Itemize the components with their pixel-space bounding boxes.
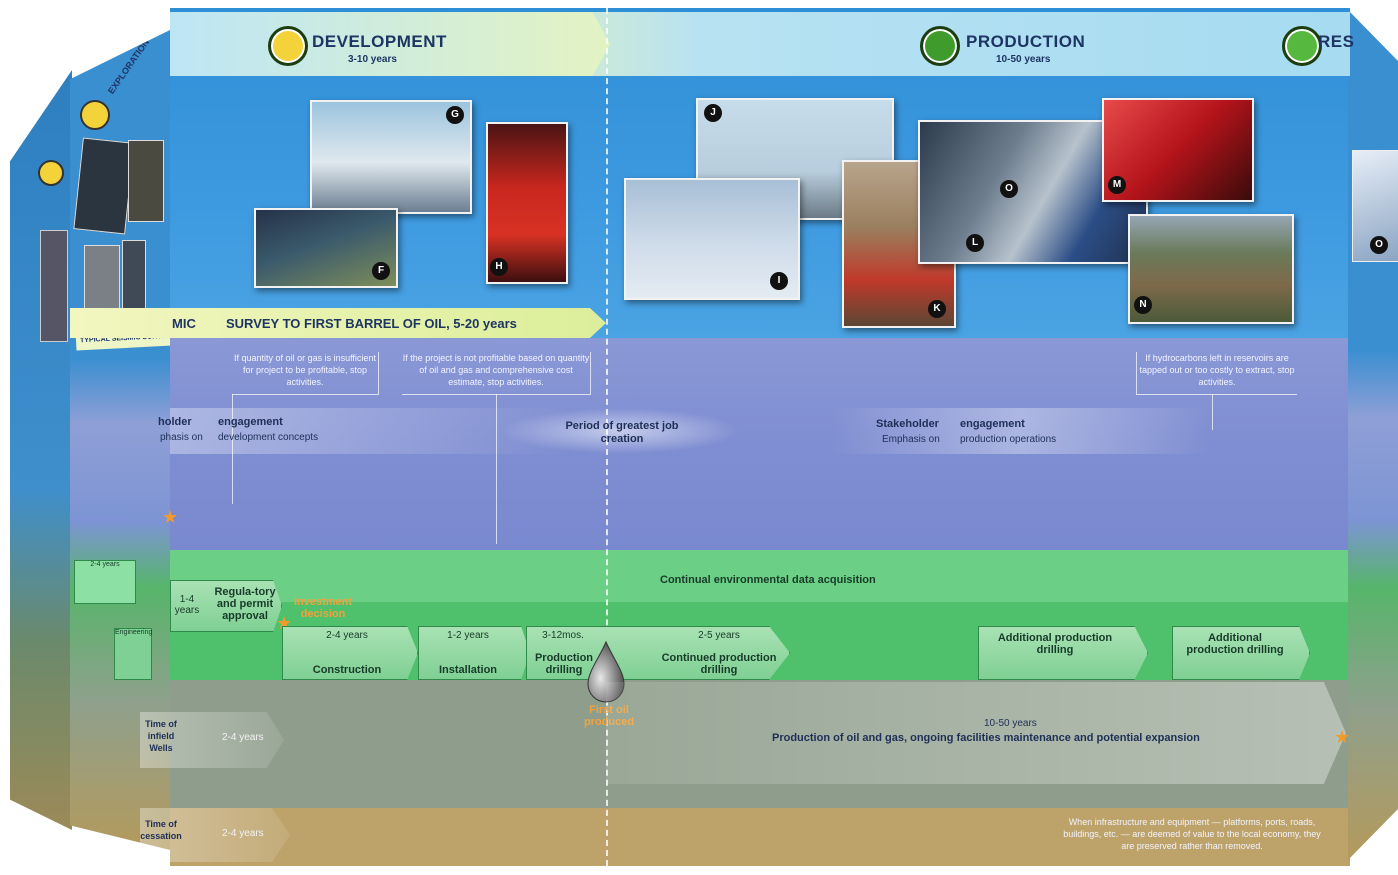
left-fold-photo <box>40 230 68 342</box>
installation-years: 1-2 years <box>447 630 489 641</box>
installation-chevron <box>418 626 530 680</box>
regulatory-label: Regula-tory and permit approval <box>214 586 276 622</box>
oil-drop-icon <box>587 640 625 703</box>
note-insufficient-quantity: If quantity of oil or gas is insufficien… <box>232 352 379 395</box>
survey-left-fragment: MIC <box>172 316 196 331</box>
photo-badge-f: F <box>372 262 390 280</box>
production-duration: 10-50 years <box>996 54 1051 65</box>
restoration-recycle-icon <box>1282 26 1322 66</box>
stakeholder-highlight-right <box>830 408 1210 454</box>
note2-connector <box>496 394 497 544</box>
development-icon <box>268 26 308 66</box>
photo-excavator <box>310 100 472 214</box>
production-ladder-icon <box>920 26 960 66</box>
development-title: DEVELOPMENT <box>312 32 447 51</box>
lease-phase-icon <box>38 160 64 186</box>
note-hydrocarbons-tapped: If hydrocarbons left in reservoirs are t… <box>1136 352 1297 395</box>
photo-badge-o2: O <box>1370 236 1388 254</box>
cessation-chevron <box>140 808 290 862</box>
decision-star-icon: ★ <box>162 507 179 527</box>
cessation-years: 2-4 years <box>222 828 264 839</box>
photo-badge-g: G <box>446 106 464 124</box>
additional-drilling-label-1: Additional production drilling <box>997 632 1113 656</box>
note3-connector <box>1212 394 1213 430</box>
production-main-years: 10-50 years <box>984 718 1037 729</box>
stakeholder-right-word: Stakeholder <box>876 418 939 430</box>
production-main-arrow <box>606 682 1346 784</box>
regulatory-years: 1-4 years <box>174 594 200 616</box>
cessation-label: Time of cessation <box>140 819 182 841</box>
survey-title: SURVEY TO FIRST BARREL OF OIL, 5-20 year… <box>226 316 517 331</box>
development-banner-arrow <box>170 12 610 76</box>
installation-label: Installation <box>438 664 498 676</box>
right-fold-panel: O <box>1348 10 1398 860</box>
investment-decision-label: Investment decision <box>293 596 353 620</box>
production-drilling-label: Production drilling <box>534 652 594 676</box>
survey-to-first-oil-bar <box>70 308 606 338</box>
left-env-chevron: 2-4 years <box>74 560 136 604</box>
photo-badge-o: O <box>1000 180 1018 198</box>
job-creation-label: Period of greatest job creation <box>565 420 679 445</box>
production-main-label: Production of oil and gas, ongoing facil… <box>772 732 1200 744</box>
additional-drilling-chevron-1 <box>978 626 1148 680</box>
restoration-gold-band <box>170 808 1350 866</box>
production-drilling-years: 3-12mos. <box>542 630 584 641</box>
additional-drilling-label-2: Additional production drilling <box>1186 632 1284 656</box>
stakeholder-left-engagement: engagement <box>218 416 283 428</box>
infield-wells-label: Time of infield Wells <box>145 719 177 753</box>
environmental-green-band <box>170 550 1350 602</box>
photo-badge-h: H <box>490 258 508 276</box>
additional-drilling-chevron-2 <box>1172 626 1310 680</box>
left-fold-panel <box>10 70 72 830</box>
restoration-star-icon: ★ <box>1334 727 1351 747</box>
development-duration: 3-10 years <box>348 54 397 65</box>
restoration-title: RES <box>1318 32 1355 51</box>
left-engineering-chevron: Engineering <box>114 628 152 680</box>
infield-wells-years: 2-4 years <box>222 732 264 743</box>
construction-label: Construction <box>312 664 382 676</box>
photo-badge-i: I <box>770 272 788 290</box>
photo-badge-k: K <box>928 300 946 318</box>
stakeholder-right-engagement: engagement <box>960 418 1025 430</box>
construction-years: 2-4 years <box>326 630 368 641</box>
photo-badge-l: L <box>966 234 984 252</box>
stakeholder-left-emphasis: phasis on <box>160 432 203 443</box>
note-not-profitable: If the project is not profitable based o… <box>402 352 591 395</box>
exploration-phase-icon <box>80 100 110 130</box>
regulatory-chevron <box>170 580 282 632</box>
first-oil-label: First oil produced <box>584 704 634 728</box>
stakeholder-right-emphasis: Emphasis on <box>882 434 940 445</box>
construction-chevron <box>282 626 418 680</box>
continued-drilling-label: Continued production drilling <box>661 652 777 676</box>
infrastructure-note: When infrastructure and equipment — plat… <box>1063 817 1321 851</box>
stakeholder-left-focus: development concepts <box>218 432 319 443</box>
photo-badge-m: M <box>1108 176 1126 194</box>
continued-drilling-years: 2-5 years <box>698 630 740 641</box>
photo-wellhead <box>486 122 568 284</box>
job-creation-glow <box>500 408 740 454</box>
stakeholder-purple-band <box>170 338 1350 550</box>
production-drilling-chevron <box>526 626 790 680</box>
exploration-photo-2 <box>128 140 164 222</box>
photo-fuel-nozzle <box>1102 98 1254 202</box>
env-data-label: Continual environmental data acquisition <box>660 574 876 586</box>
infield-wells-chevron <box>140 712 284 768</box>
note1-connector <box>232 394 233 504</box>
production-olive-band <box>170 680 1350 808</box>
photo-tundra-facility <box>1128 214 1294 324</box>
stakeholder-right-focus: production operations <box>960 434 1057 445</box>
production-title: PRODUCTION <box>966 32 1086 51</box>
stakeholder-left-word: holder <box>158 416 192 428</box>
photo-badge-n: N <box>1134 296 1152 314</box>
exploration-photo-1 <box>73 137 135 235</box>
photo-badge-j: J <box>704 104 722 122</box>
exploration-title: EXPLORATION <box>106 37 152 96</box>
